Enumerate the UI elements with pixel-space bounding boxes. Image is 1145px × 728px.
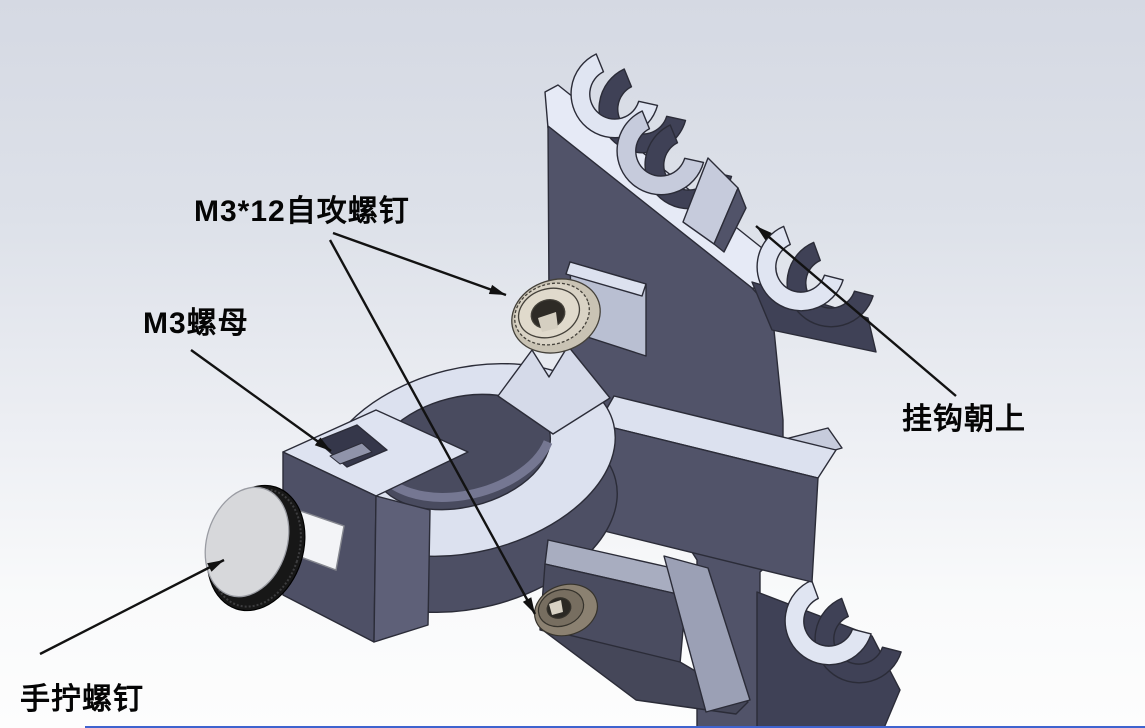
screw-top-socket-glint <box>538 312 558 332</box>
hook-direction-wedge-side <box>714 188 746 252</box>
block-right-face <box>374 496 430 642</box>
self-tapping-screw-top <box>502 268 610 364</box>
self-tapping-screw-bottom <box>528 576 604 643</box>
clamp-bottom-tip <box>540 628 748 714</box>
callout-label-nut: M3螺母 <box>143 307 249 340</box>
bottom-border-line <box>85 726 1145 728</box>
callout-label-self-tapping-screw: M3*12自攻螺钉 <box>194 195 410 228</box>
screw-boss-top <box>566 262 646 296</box>
callout-label-hook-up: 挂钩朝上 <box>902 403 1026 436</box>
arrow-screw-bottom <box>330 240 535 614</box>
clamp-corner-column <box>664 556 750 712</box>
arrow-screw-top <box>333 233 506 295</box>
arrow-thumb-screw <box>40 560 224 654</box>
callout-label-thumb-screw: 手拧螺钉 <box>20 683 144 716</box>
callout-arrows <box>40 226 956 654</box>
arrow-nut <box>191 350 331 451</box>
thumb-screw-knob-face <box>192 476 303 607</box>
screw-bottom-socket-glint <box>549 600 563 615</box>
arrow-hook <box>756 226 956 396</box>
clamp-screw-block <box>283 410 468 642</box>
nut-slot-inner-wall <box>330 443 372 464</box>
thumb-screw-knurl-texture <box>197 478 316 619</box>
thumb-screw <box>192 473 344 624</box>
